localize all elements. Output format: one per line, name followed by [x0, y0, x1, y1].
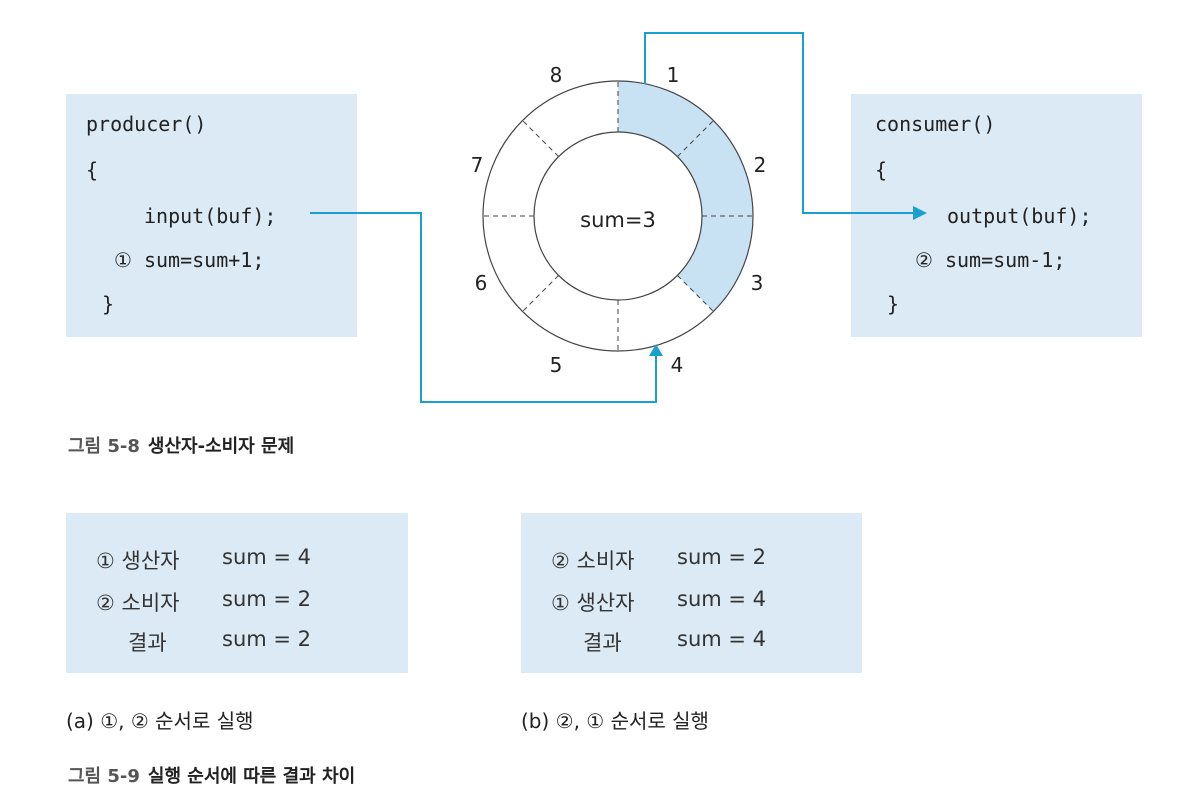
figure-5-8-caption: 그림 5-8 생산자-소비자 문제: [68, 432, 294, 458]
result-box-a: ① 생산자 sum = 4 ② 소비자 sum = 2 결과 sum = 2: [66, 513, 408, 673]
result-a-label-2: ② 소비자: [96, 591, 180, 615]
figure-5-9-number: 그림 5-9: [68, 766, 140, 787]
consumer-code-box: consumer() { output(buf); ② sum=sum-1; }: [851, 94, 1142, 337]
figure-5-8-title: 생산자-소비자 문제: [147, 436, 295, 457]
slot-label-8: 8: [550, 63, 563, 87]
result-b-label-2: ① 생산자: [551, 591, 635, 615]
buffer-ring: [482, 80, 754, 352]
subcaption-a: (a) ①, ② 순서로 실행: [66, 709, 254, 733]
slot-label-5: 5: [550, 353, 563, 377]
result-b-value-1: sum = 2: [677, 545, 767, 569]
buffer-slot-8: [522, 81, 618, 157]
result-a-value-3: sum = 2: [222, 627, 312, 651]
producer-arrow-head: [649, 344, 663, 356]
result-a-label-1: ① 생산자: [96, 549, 180, 573]
buffer-slot-3: [677, 216, 753, 312]
result-a-value-2: sum = 2: [222, 587, 312, 611]
consumer-line-1: consumer(): [875, 112, 996, 136]
buffer-slot-2: [677, 120, 753, 216]
producer-line-1: producer(): [86, 112, 207, 136]
figure-5-8-number: 그림 5-8: [68, 436, 140, 457]
result-b-value-3: sum = 4: [677, 627, 767, 651]
buffer-inner-circle: [533, 131, 703, 301]
result-b-label-3: 결과: [583, 631, 622, 655]
result-a-value-1: sum = 4: [222, 545, 312, 569]
result-b-value-2: sum = 4: [677, 587, 767, 611]
result-b-label-1: ② 소비자: [551, 549, 635, 573]
circular-buffer-diagram: sum=3 1 2 3 4 5 6 7 8: [310, 32, 927, 403]
buffer-slot-4: [618, 275, 714, 351]
slot-label-3: 3: [751, 271, 764, 295]
figure-5-9-caption: 그림 5-9 실행 순서에 따른 결과 차이: [68, 762, 355, 788]
buffer-slot-6: [483, 216, 559, 312]
buffer-outer-circle: [482, 80, 754, 352]
buffer-slot-1: [618, 81, 714, 157]
figure-5-9-title: 실행 순서에 따른 결과 차이: [147, 766, 356, 787]
slot-label-1: 1: [667, 63, 680, 87]
result-a-label-3: 결과: [128, 631, 167, 655]
slot-labels: 1 2 3 4 5 6 7 8: [471, 63, 767, 377]
buffer-slot-5: [522, 275, 618, 351]
consumer-arrow-head: [913, 206, 927, 220]
consumer-arrow: [644, 32, 915, 214]
slot-label-6: 6: [475, 271, 488, 295]
consumer-line-3: output(buf);: [947, 204, 1092, 228]
producer-line-2: {: [86, 158, 99, 182]
result-box-b: ② 소비자 sum = 2 ① 생산자 sum = 4 결과 sum = 4: [521, 513, 862, 673]
producer-line-5: }: [102, 292, 115, 316]
slot-label-7: 7: [471, 153, 484, 177]
buffer-sum-label: sum=3: [580, 208, 656, 232]
consumer-line-2: {: [875, 158, 888, 182]
slot-label-2: 2: [754, 153, 767, 177]
consumer-line-5: }: [887, 292, 900, 316]
producer-code-box: producer() { input(buf); ① sum=sum+1; }: [66, 94, 357, 337]
consumer-line-4: ② sum=sum-1;: [915, 248, 1066, 272]
subcaption-b: (b) ②, ① 순서로 실행: [521, 709, 709, 733]
buffer-slot-7: [483, 120, 559, 216]
producer-arrow: [310, 212, 657, 403]
slot-label-4: 4: [671, 353, 684, 377]
producer-line-3: input(buf);: [144, 204, 277, 228]
producer-line-4: ① sum=sum+1;: [114, 248, 265, 272]
